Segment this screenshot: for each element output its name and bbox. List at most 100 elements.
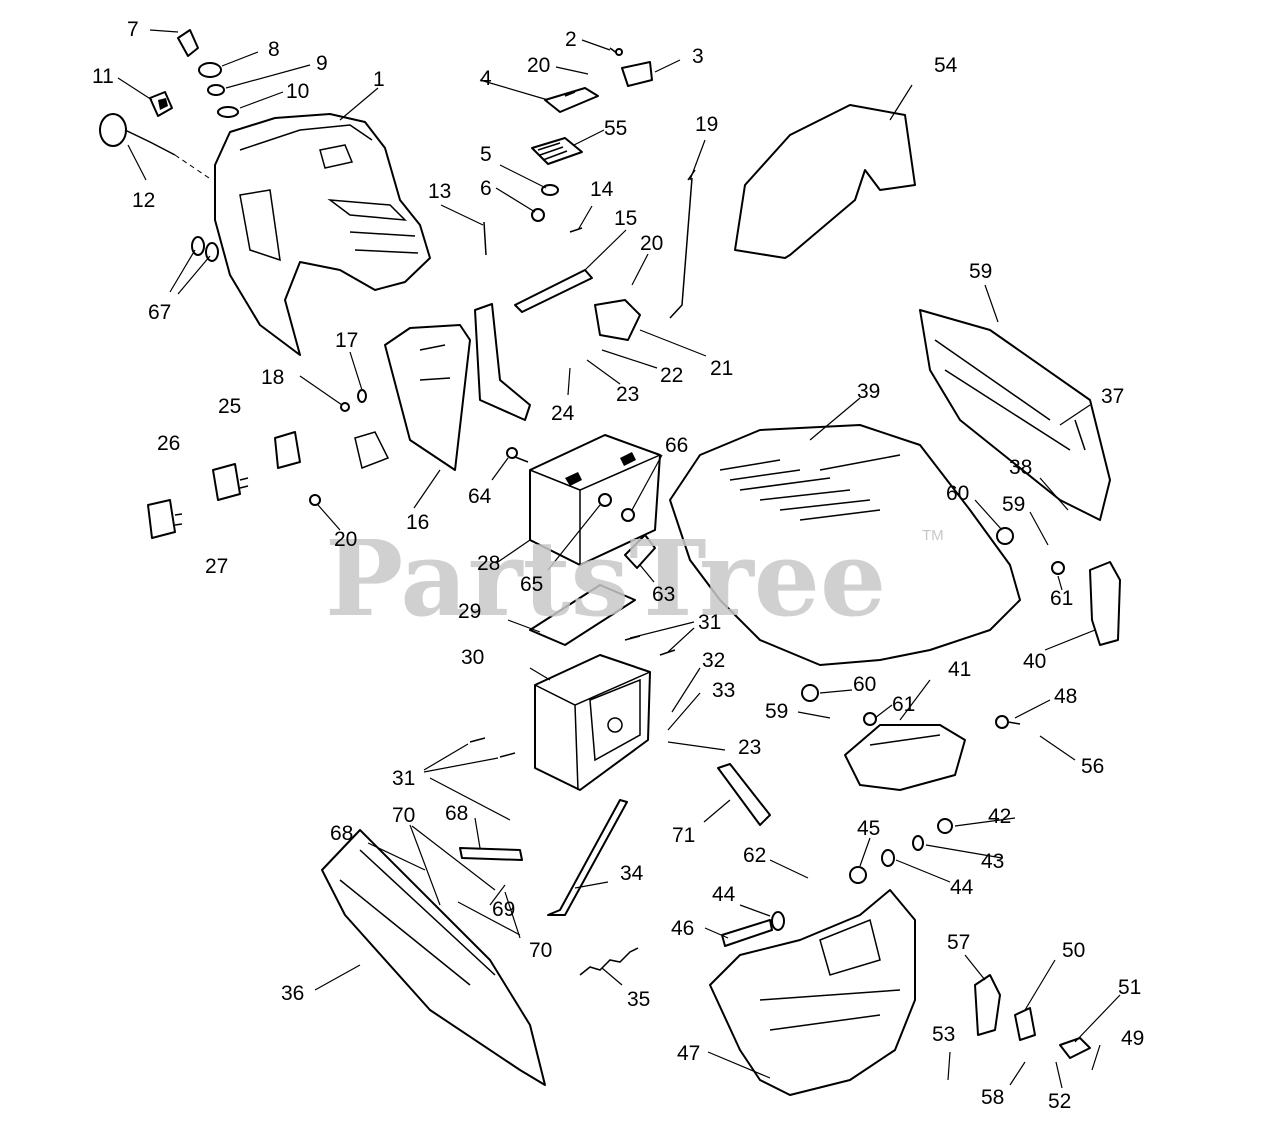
callout-44-right: 44	[950, 876, 974, 899]
callout-39: 39	[857, 380, 880, 403]
callout-12: 12	[132, 189, 155, 212]
watermark: PartsTree	[325, 517, 886, 640]
washer-10[interactable]	[217, 106, 239, 118]
callout-16: 16	[406, 511, 429, 534]
callout-45: 45	[857, 817, 880, 840]
callout-32: 32	[702, 649, 725, 672]
dash-panel[interactable]	[214, 113, 431, 356]
callout-23-top: 23	[616, 383, 639, 406]
bumper-47[interactable]	[709, 889, 916, 1096]
callout-49: 49	[1121, 1027, 1144, 1050]
terminal-boot[interactable]	[624, 534, 656, 569]
bracket-68[interactable]	[459, 847, 523, 861]
headlight-41[interactable]	[844, 724, 966, 791]
leader-lines	[117, 29, 1121, 1089]
callout-30: 30	[461, 646, 484, 669]
dash-support-bracket[interactable]	[384, 303, 531, 471]
callout-20-mid: 20	[640, 232, 663, 255]
battery[interactable]	[529, 434, 661, 566]
ignition-switch[interactable]	[212, 463, 249, 501]
screws-31[interactable]	[469, 635, 676, 758]
screw-13[interactable]	[483, 221, 487, 256]
callout-58: 58	[981, 1086, 1004, 1109]
callout-42: 42	[988, 805, 1011, 828]
hood-39[interactable]	[669, 424, 1021, 666]
washer-43[interactable]	[912, 835, 924, 851]
callout-11: 11	[92, 65, 114, 88]
callout-35: 35	[627, 988, 650, 1011]
callout-14: 14	[590, 178, 614, 201]
bolt-48[interactable]	[995, 715, 1021, 729]
rocker-switch[interactable]	[147, 499, 183, 539]
battery-screw-64[interactable]	[506, 447, 529, 463]
side-panel-36[interactable]	[321, 829, 546, 1086]
bracket-57[interactable]	[974, 974, 1001, 1036]
throttle-knob[interactable]	[149, 91, 173, 117]
callout-54: 54	[934, 54, 958, 77]
washers-67[interactable]	[191, 236, 219, 262]
support-rod-19[interactable]	[669, 169, 696, 319]
washer-17[interactable]	[357, 389, 367, 403]
callout-57: 57	[947, 931, 970, 954]
callout-64: 64	[468, 485, 492, 508]
screw-2[interactable]	[609, 47, 623, 56]
ignition-module-25[interactable]	[274, 431, 301, 469]
callout-2: 2	[565, 28, 577, 51]
choke-cable-bracket[interactable]	[177, 29, 199, 57]
headlight-lens-40[interactable]	[1089, 561, 1121, 646]
hood-hinge[interactable]	[544, 87, 599, 113]
callout-23-mid: 23	[738, 736, 761, 759]
hood-pad[interactable]	[531, 137, 583, 165]
callout-70-top: 70	[392, 804, 415, 827]
throttle-cable[interactable]	[99, 113, 213, 181]
screw-20[interactable]	[309, 494, 321, 506]
callout-61-mid: 61	[892, 693, 915, 716]
knob-51[interactable]	[1059, 1037, 1091, 1059]
callout-22: 22	[660, 364, 683, 387]
latch-50[interactable]	[1014, 1007, 1036, 1041]
callout-41: 41	[948, 658, 971, 681]
spring-35[interactable]	[579, 947, 639, 976]
screw-18[interactable]	[340, 402, 350, 412]
bolt-46[interactable]	[721, 919, 773, 947]
nut-60[interactable]	[801, 527, 1014, 702]
washer-5[interactable]	[541, 184, 559, 196]
callout-13: 13	[428, 180, 451, 203]
rod-14[interactable]	[569, 227, 583, 233]
hood-brace[interactable]	[514, 269, 593, 313]
callout-10: 10	[286, 80, 309, 103]
grille-cover-54[interactable]	[734, 104, 916, 259]
callout-59-bottom: 59	[765, 700, 788, 723]
callout-labels: 7 8 9 10 11 1 12 67 2 20 3 4 55 5 6 13 1…	[92, 18, 1144, 1113]
bracket-21[interactable]	[594, 299, 641, 341]
nut-65[interactable]	[598, 493, 612, 507]
callout-60-top: 60	[946, 482, 969, 505]
callout-59-top: 59	[969, 260, 992, 283]
battery-strap[interactable]	[547, 799, 628, 916]
nut-9[interactable]	[207, 84, 225, 96]
bulb-61[interactable]	[863, 561, 1065, 726]
callout-31-left: 31	[392, 767, 415, 790]
washer-44[interactable]	[771, 911, 785, 931]
callout-51: 51	[1118, 976, 1141, 999]
nut-42[interactable]	[937, 818, 953, 834]
switch-bracket-parts[interactable]	[354, 431, 390, 470]
battery-bracket-71[interactable]	[717, 763, 771, 826]
side-panel-37[interactable]	[919, 309, 1111, 521]
callout-15: 15	[614, 207, 637, 230]
callout-9: 9	[316, 52, 328, 75]
callout-47: 47	[677, 1042, 700, 1065]
battery-box[interactable]	[534, 654, 651, 791]
nut-66[interactable]	[621, 508, 635, 522]
callout-17: 17	[335, 329, 358, 352]
bushing[interactable]	[198, 62, 222, 78]
hood-latch[interactable]	[621, 61, 653, 87]
callout-50: 50	[1062, 939, 1085, 962]
callout-26: 26	[157, 432, 180, 455]
callout-60-mid: 60	[853, 673, 876, 696]
battery-pad[interactable]	[529, 584, 636, 646]
washer-44b[interactable]	[881, 849, 895, 867]
callout-37: 37	[1101, 385, 1124, 408]
washer-45[interactable]	[849, 866, 867, 884]
